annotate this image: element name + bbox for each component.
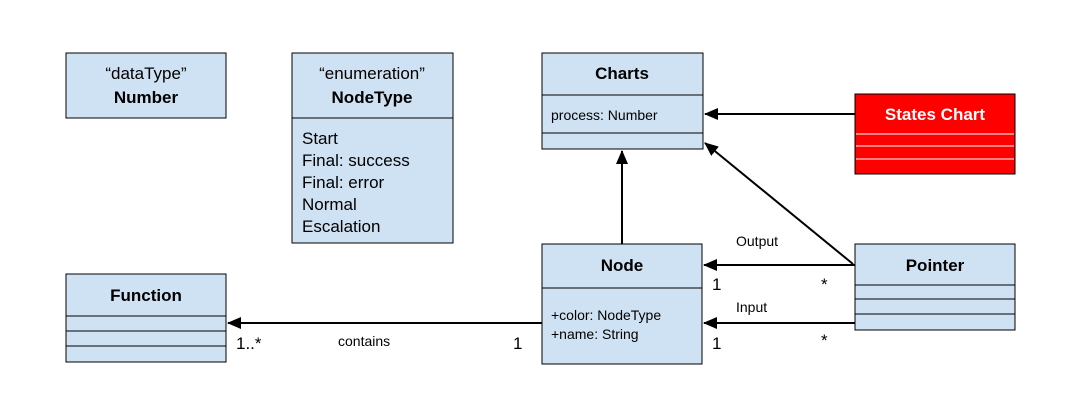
class-node-attribute: +name: String: [551, 326, 639, 342]
class-pointer-title: Pointer: [906, 256, 965, 275]
class-charts[interactable]: Charts process: Number: [541, 52, 704, 150]
association-output-mult-node: 1: [712, 275, 721, 294]
enum-literal: Final: success: [302, 151, 410, 170]
enum-literal: Final: error: [302, 173, 385, 192]
association-input-mult-node: 1: [712, 334, 721, 353]
association-input-mult-pointer: *: [821, 331, 828, 350]
association-contains-mult-function: 1..*: [236, 334, 262, 353]
class-pointer-box: [854, 243, 1016, 331]
association-contains-label: contains: [338, 333, 390, 349]
class-nodetype[interactable]: “enumeration” NodeType Start Final: succ…: [291, 52, 454, 244]
class-charts-attribute: process: Number: [551, 107, 658, 123]
association-contains-mult-node: 1: [513, 334, 522, 353]
class-function[interactable]: Function: [65, 273, 227, 363]
class-nodetype-title: NodeType: [332, 88, 413, 107]
class-number[interactable]: “dataType” Number: [65, 52, 227, 119]
association-input-label: Input: [736, 299, 767, 315]
class-number-box: [65, 52, 227, 119]
class-nodetype-stereotype: “enumeration”: [319, 64, 425, 83]
class-states-chart[interactable]: States Chart: [854, 93, 1016, 175]
enum-literal: Escalation: [302, 217, 380, 236]
class-charts-title: Charts: [595, 64, 649, 83]
class-states-chart-title: States Chart: [885, 105, 985, 124]
association-output-mult-pointer: *: [821, 275, 828, 294]
class-function-title: Function: [110, 286, 182, 305]
class-node-title: Node: [601, 256, 644, 275]
generalization-pointer-to-charts[interactable]: [704, 142, 854, 265]
enum-literal: Start: [302, 129, 338, 148]
enum-literal: Normal: [302, 195, 357, 214]
class-function-box: [65, 273, 227, 363]
association-output-label: Output: [736, 233, 778, 249]
class-node[interactable]: Node +color: NodeType +name: String: [541, 243, 703, 365]
class-number-stereotype: “dataType”: [105, 64, 187, 83]
class-pointer[interactable]: Pointer: [854, 243, 1016, 331]
class-number-title: Number: [114, 88, 179, 107]
class-node-attribute: +color: NodeType: [551, 307, 661, 323]
class-nodetype-box: [291, 52, 454, 244]
